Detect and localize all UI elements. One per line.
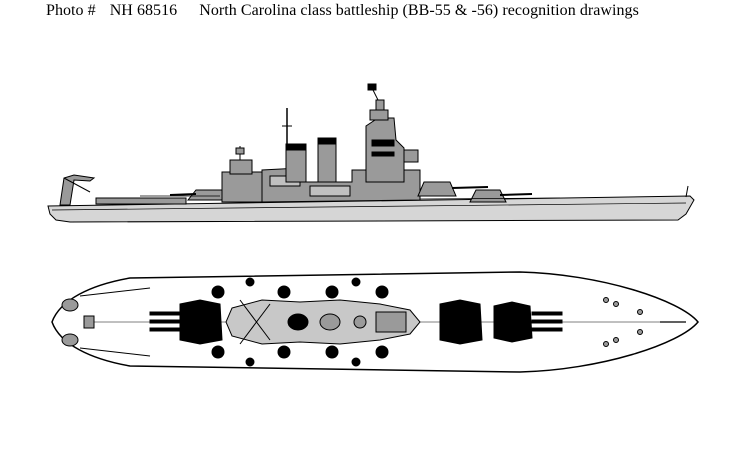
turret-two-plan <box>439 299 483 345</box>
turret-one-plan <box>493 301 563 343</box>
forward-tower <box>365 117 405 183</box>
aft-funnel <box>285 145 307 183</box>
photo-label: Photo # <box>46 2 96 19</box>
turret-one-profile <box>469 189 507 203</box>
caption-title: North Carolina class battleship (BB-55 &… <box>199 2 639 19</box>
side-profile-drawing <box>47 83 695 223</box>
hull <box>47 195 695 223</box>
deck-plan-drawing <box>51 271 699 373</box>
aft-turret-plan <box>149 299 223 345</box>
turret-two-profile <box>417 181 457 197</box>
document-caption: Photo # NH 68516 North Carolina class batt… <box>46 2 639 20</box>
photo-number: NH 68516 <box>109 2 178 19</box>
fore-funnel <box>317 139 337 183</box>
secondary-mounts <box>211 277 389 367</box>
aircraft-crane <box>59 174 96 206</box>
